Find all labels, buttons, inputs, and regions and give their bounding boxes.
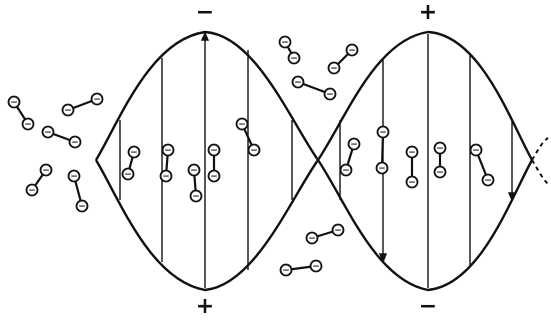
polarity-sign-top-right: + bbox=[416, 2, 440, 24]
atom-charge-symbol: − bbox=[190, 166, 198, 176]
atom-charge-symbol: − bbox=[192, 192, 200, 202]
atom-charge-symbol: − bbox=[10, 98, 18, 108]
atom-charge-symbol: − bbox=[70, 172, 78, 182]
dipole-molecule: −− bbox=[27, 165, 52, 197]
dipole-molecule: −− bbox=[307, 225, 344, 245]
dipole-molecule: −− bbox=[341, 139, 360, 177]
atom-charge-symbol: − bbox=[238, 120, 246, 130]
atom-charge-symbol: − bbox=[64, 106, 72, 116]
atom-charge-symbol: − bbox=[348, 46, 356, 56]
atom-charge-symbol: − bbox=[334, 226, 342, 236]
atom-charge-symbol: − bbox=[294, 78, 302, 88]
dipole-molecule: −− bbox=[209, 145, 220, 183]
right-lobe-field-lines bbox=[340, 34, 515, 288]
atom-charge-symbol: − bbox=[71, 138, 79, 148]
atom-charge-symbol: − bbox=[350, 140, 358, 150]
polarity-sign-bottom-left: + bbox=[193, 296, 217, 318]
dipole-molecule: −− bbox=[9, 97, 34, 131]
atom-charge-symbol: − bbox=[93, 95, 101, 105]
dipole-molecule: −− bbox=[377, 127, 389, 175]
atom-charge-symbol: − bbox=[308, 234, 316, 244]
dipole-molecule: −− bbox=[43, 127, 81, 149]
atom-charge-symbol: − bbox=[379, 128, 387, 138]
dipole-molecule: −− bbox=[471, 145, 494, 187]
right-lobe-lower-envelope bbox=[318, 160, 532, 290]
atom-charge-symbol: − bbox=[330, 64, 338, 74]
atom-charge-symbol: − bbox=[312, 262, 320, 272]
atom-charge-symbol: − bbox=[130, 148, 138, 158]
atom-charge-symbol: − bbox=[326, 90, 334, 100]
atom-charge-symbol: − bbox=[78, 202, 86, 212]
atom-charge-symbol: − bbox=[436, 168, 444, 178]
atom-charge-symbol: − bbox=[408, 148, 416, 158]
dipole-molecule: −− bbox=[281, 261, 322, 277]
atom-charge-symbol: − bbox=[28, 186, 36, 196]
atom-charge-symbol: − bbox=[281, 38, 289, 48]
atom-charge-symbol: − bbox=[472, 146, 480, 156]
dipole-molecule: −− bbox=[407, 147, 418, 189]
atom-charge-symbol: − bbox=[124, 170, 132, 180]
dipole-molecules: −−−−−−−−−−−−−−−−−−−−−−−−−−−−−−−−−−−−−−−− bbox=[9, 37, 494, 277]
polarity-sign-top-left: − bbox=[193, 2, 217, 24]
wave-continuation-dashed bbox=[532, 138, 548, 184]
atom-charge-symbol: − bbox=[342, 166, 350, 176]
dipole-molecule: −− bbox=[123, 147, 140, 181]
atom-charge-symbol: − bbox=[210, 172, 218, 182]
atom-charge-symbol: − bbox=[24, 120, 32, 130]
atom-charge-symbol: − bbox=[282, 266, 290, 276]
atom-charge-symbol: − bbox=[42, 166, 50, 176]
atom-charge-symbol: − bbox=[408, 178, 416, 188]
dipole-molecule: −− bbox=[435, 143, 446, 179]
atom-charge-symbol: − bbox=[484, 176, 492, 186]
atom-charge-symbol: − bbox=[290, 54, 298, 64]
atom-charge-symbol: − bbox=[250, 146, 258, 156]
left-lobe-field-lines bbox=[120, 33, 292, 288]
atom-charge-symbol: − bbox=[162, 172, 170, 182]
dipole-molecule: −− bbox=[329, 45, 358, 75]
dipole-molecule: −− bbox=[189, 165, 202, 203]
dipole-molecule: −− bbox=[237, 119, 260, 157]
atom-charge-symbol: − bbox=[210, 146, 218, 156]
atom-charge-symbol: − bbox=[44, 128, 52, 138]
dipole-molecule: −− bbox=[63, 94, 103, 117]
polarity-sign-bottom-right: − bbox=[416, 296, 440, 318]
atom-charge-symbol: − bbox=[164, 146, 172, 156]
dipole-molecule: −− bbox=[280, 37, 300, 65]
dipole-molecule: −− bbox=[293, 77, 336, 101]
atom-charge-symbol: − bbox=[378, 164, 386, 174]
left-lobe-upper-envelope bbox=[96, 32, 318, 160]
atom-charge-symbol: − bbox=[436, 144, 444, 154]
dipole-molecule: −− bbox=[69, 171, 88, 213]
